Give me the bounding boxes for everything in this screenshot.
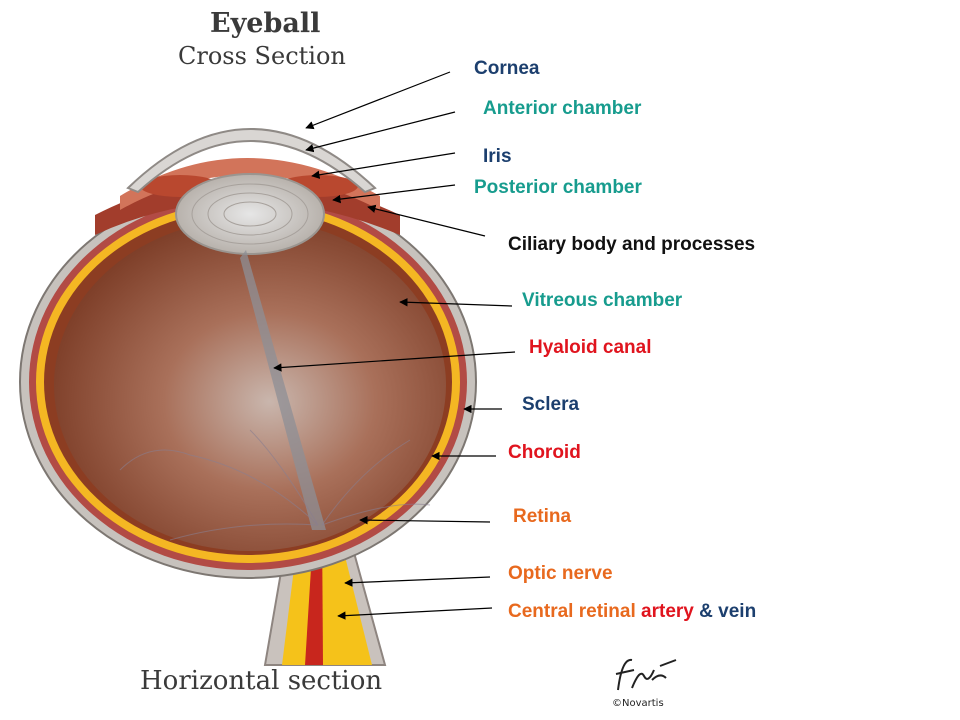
label-vein: vein [718, 601, 757, 622]
label-iris: Iris [483, 146, 512, 167]
leader-lines [273, 71, 516, 620]
label-artery: artery [641, 601, 694, 622]
logo-text: ©Novartis [612, 698, 664, 709]
netter-signature-logo [615, 658, 677, 691]
label-central-retinal: Central retinal artery & vein [508, 601, 756, 623]
label-ampersand: & [693, 601, 719, 622]
label-choroid: Choroid [508, 442, 581, 463]
label-vitreous-chamber: Vitreous chamber [522, 290, 683, 311]
label-retina: Retina [513, 506, 572, 527]
lens-rings [191, 183, 309, 245]
label-posterior-chamber: Posterior chamber [474, 177, 642, 198]
label-hyaloid-canal: Hyaloid canal [529, 337, 652, 358]
label-central-retinal-text: Central retinal [508, 601, 642, 622]
retinal-vessels [119, 429, 431, 541]
lens [175, 173, 325, 255]
label-ciliary-body: Ciliary body and processes [508, 234, 756, 255]
hyaloid-canal [240, 250, 326, 530]
vitreous-body [54, 219, 446, 551]
label-anterior-chamber: Anterior chamber [483, 98, 642, 119]
diagram-title: Eyeball [210, 8, 321, 39]
diagram-subtitle: Cross Section [178, 42, 346, 70]
footer-caption: Horizontal section [140, 666, 383, 696]
label-cornea: Cornea [474, 58, 540, 79]
label-optic-nerve: Optic nerve [508, 563, 613, 584]
label-sclera: Sclera [522, 394, 580, 415]
